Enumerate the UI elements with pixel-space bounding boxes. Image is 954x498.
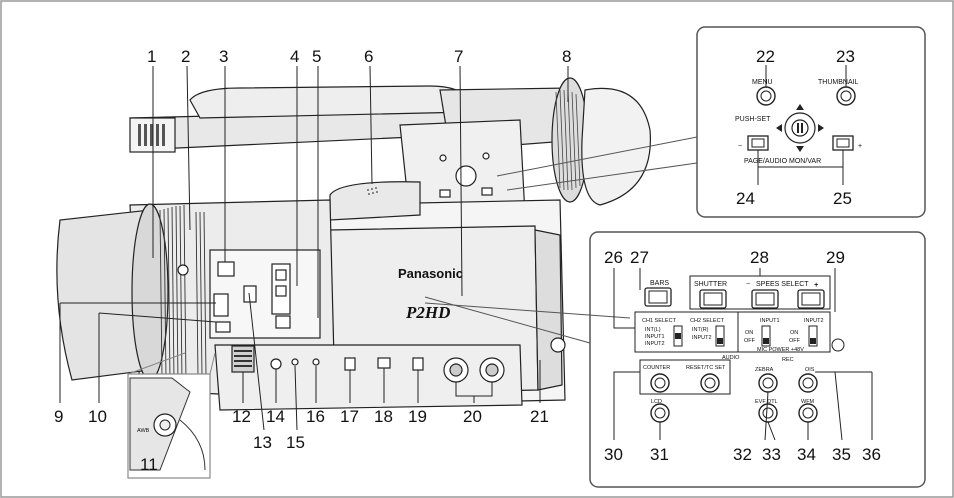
reset-tc-label: RESET/TC SET xyxy=(686,365,726,371)
callout-9: 9 xyxy=(54,407,63,426)
callout-26: 26 xyxy=(604,248,623,267)
speed-plus-label: + xyxy=(814,280,819,289)
callout-21: 21 xyxy=(530,407,549,426)
callout-30: 30 xyxy=(604,445,623,464)
callout-33: 33 xyxy=(762,445,781,464)
brand-maker: Panasonic xyxy=(398,266,463,281)
minus-label: − xyxy=(738,143,742,150)
callout-14: 14 xyxy=(266,407,285,426)
callout-34: 34 xyxy=(797,445,816,464)
page-audio-label: PAGE/AUDIO MON/VAR xyxy=(744,158,821,165)
lcd-label: LCD xyxy=(651,399,662,405)
callout-6: 6 xyxy=(364,47,373,66)
input1-on: ON xyxy=(745,330,753,336)
menu-label: MENU xyxy=(752,79,773,86)
counter-label: COUNTER xyxy=(643,365,670,371)
rec-label: REC xyxy=(782,357,794,363)
shutter-label: SHUTTER xyxy=(694,281,727,288)
ch1-select-label: CH1 SELECT xyxy=(642,318,677,324)
callout-15: 15 xyxy=(286,433,305,452)
callout-5: 5 xyxy=(312,47,321,66)
input2-off: OFF xyxy=(789,338,801,344)
callout-24: 24 xyxy=(736,189,755,208)
callout-19: 19 xyxy=(408,407,427,426)
awb-inset: AWB xyxy=(127,352,216,479)
callout-3: 3 xyxy=(219,47,228,66)
input1-label: INPUT1 xyxy=(760,318,780,324)
callout-32: 32 xyxy=(733,445,752,464)
awb-label: AWB xyxy=(137,428,150,434)
ch2-opt-1: INPUT2 xyxy=(692,335,712,341)
callout-10: 10 xyxy=(88,407,107,426)
ch2-select-label: CH2 SELECT xyxy=(690,318,725,324)
callout-27: 27 xyxy=(630,248,649,267)
thumbnail-label: THUMBNAIL xyxy=(818,79,859,86)
zebra-label: ZEBRA xyxy=(755,367,774,373)
callout-13: 13 xyxy=(253,433,272,452)
callout-28: 28 xyxy=(750,248,769,267)
callout-22: 22 xyxy=(756,47,775,66)
speed-minus-label: − xyxy=(746,281,750,288)
callout-12: 12 xyxy=(232,407,251,426)
callout-23: 23 xyxy=(836,47,855,66)
callout-7: 7 xyxy=(454,47,463,66)
push-set-label: PUSH-SET xyxy=(735,116,771,123)
top-control-panel: MENU THUMBNAIL PUSH-SET − + PAGE/AUDIO M… xyxy=(496,26,926,218)
evf-dtl-label: EVF DTL xyxy=(755,399,778,405)
callout-36: 36 xyxy=(862,445,881,464)
ch2-opt-0: INT(R) xyxy=(692,327,709,333)
side-control-panel: BARS SHUTTER − SPEES SELECT + CH1 SELECT… xyxy=(424,231,926,488)
callout-16: 16 xyxy=(306,407,325,426)
bars-label: BARS xyxy=(650,280,669,287)
ch1-opt-0: INT(L) xyxy=(645,327,661,333)
callout-17: 17 xyxy=(340,407,359,426)
plus-label: + xyxy=(858,143,862,150)
callout-4: 4 xyxy=(290,47,299,66)
brand-model: P2HD xyxy=(405,303,450,322)
ch1-opt-1: INPUT1 xyxy=(645,334,665,340)
callout-25: 25 xyxy=(833,189,852,208)
speed-select-label: SPEES SELECT xyxy=(756,281,809,288)
callout-numbers: 1 2 3 4 5 6 7 8 9 10 11 12 13 14 15 16 1… xyxy=(54,47,881,474)
ch1-opt-2: INPUT2 xyxy=(645,341,665,347)
callout-11: 11 xyxy=(140,455,158,474)
callout-35: 35 xyxy=(832,445,851,464)
input1-off: OFF xyxy=(744,338,756,344)
input2-label: INPUT2 xyxy=(804,318,824,324)
leader-lines xyxy=(59,65,873,441)
ois-label: OIS xyxy=(805,367,815,373)
callout-31: 31 xyxy=(650,445,669,464)
callout-8: 8 xyxy=(562,47,571,66)
mic-power-label: MIC POWER +48V xyxy=(757,347,804,353)
callout-29: 29 xyxy=(826,248,845,267)
input2-on: ON xyxy=(790,330,798,336)
callout-2: 2 xyxy=(181,47,190,66)
camera-illustration xyxy=(56,77,652,411)
wfm-label: WFM xyxy=(801,399,815,405)
callout-20: 20 xyxy=(463,407,482,426)
callout-18: 18 xyxy=(374,407,393,426)
audio-label: AUDIO xyxy=(722,355,740,361)
callout-1: 1 xyxy=(147,47,156,66)
